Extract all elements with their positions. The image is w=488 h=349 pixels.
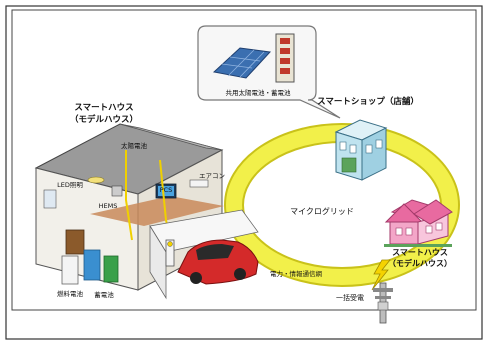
led-lighting-label: LED照明 bbox=[57, 181, 83, 189]
shop-icon bbox=[334, 119, 388, 181]
solar-panel-label: 太陽電池 bbox=[121, 141, 148, 150]
aircon-icon bbox=[189, 179, 209, 188]
fuel-cell-icon bbox=[61, 249, 101, 285]
inner-frame bbox=[11, 9, 477, 311]
monitor-icon bbox=[155, 183, 177, 199]
microgrid-label: マイクログリッド bbox=[290, 206, 354, 216]
storage-battery-icon bbox=[103, 255, 119, 283]
utility-pole-icon bbox=[373, 282, 393, 324]
right-house-title-2: （モデルハウス） bbox=[388, 258, 452, 268]
lightning-icon bbox=[371, 259, 391, 291]
power-comm-network-label: 電力・情報通信網 bbox=[270, 269, 323, 278]
right-house-title-1: スマートハウス bbox=[392, 248, 448, 257]
fuel-cell-label: 燃料電池 bbox=[57, 289, 84, 298]
smart-shop-label: スマートショップ（店舗） bbox=[317, 96, 419, 107]
left-house-title-1: スマートハウス bbox=[74, 103, 133, 113]
aircon-label: エアコン bbox=[199, 172, 225, 180]
shared-solar-label: 共用太陽電池・蓄電池 bbox=[226, 88, 292, 97]
left-house-title-2: （モデルハウス） bbox=[70, 114, 138, 125]
lamp-icon bbox=[87, 176, 105, 184]
hems-label: HEMS bbox=[99, 202, 118, 210]
garage-area bbox=[149, 209, 259, 300]
ev-charger-icon bbox=[165, 239, 175, 267]
battery-icon bbox=[275, 33, 295, 83]
house-icon bbox=[384, 199, 453, 247]
shared-solar-callout: 共用太陽電池・蓄電池 bbox=[197, 25, 341, 119]
grid-power-label: 一括受電 bbox=[336, 293, 364, 302]
pcs-label: PCS bbox=[160, 186, 173, 194]
solar-panel-icon bbox=[212, 47, 272, 79]
storage-battery-label: 蓄電池 bbox=[94, 290, 114, 299]
hems-box bbox=[111, 185, 123, 197]
car-icon bbox=[177, 239, 259, 285]
